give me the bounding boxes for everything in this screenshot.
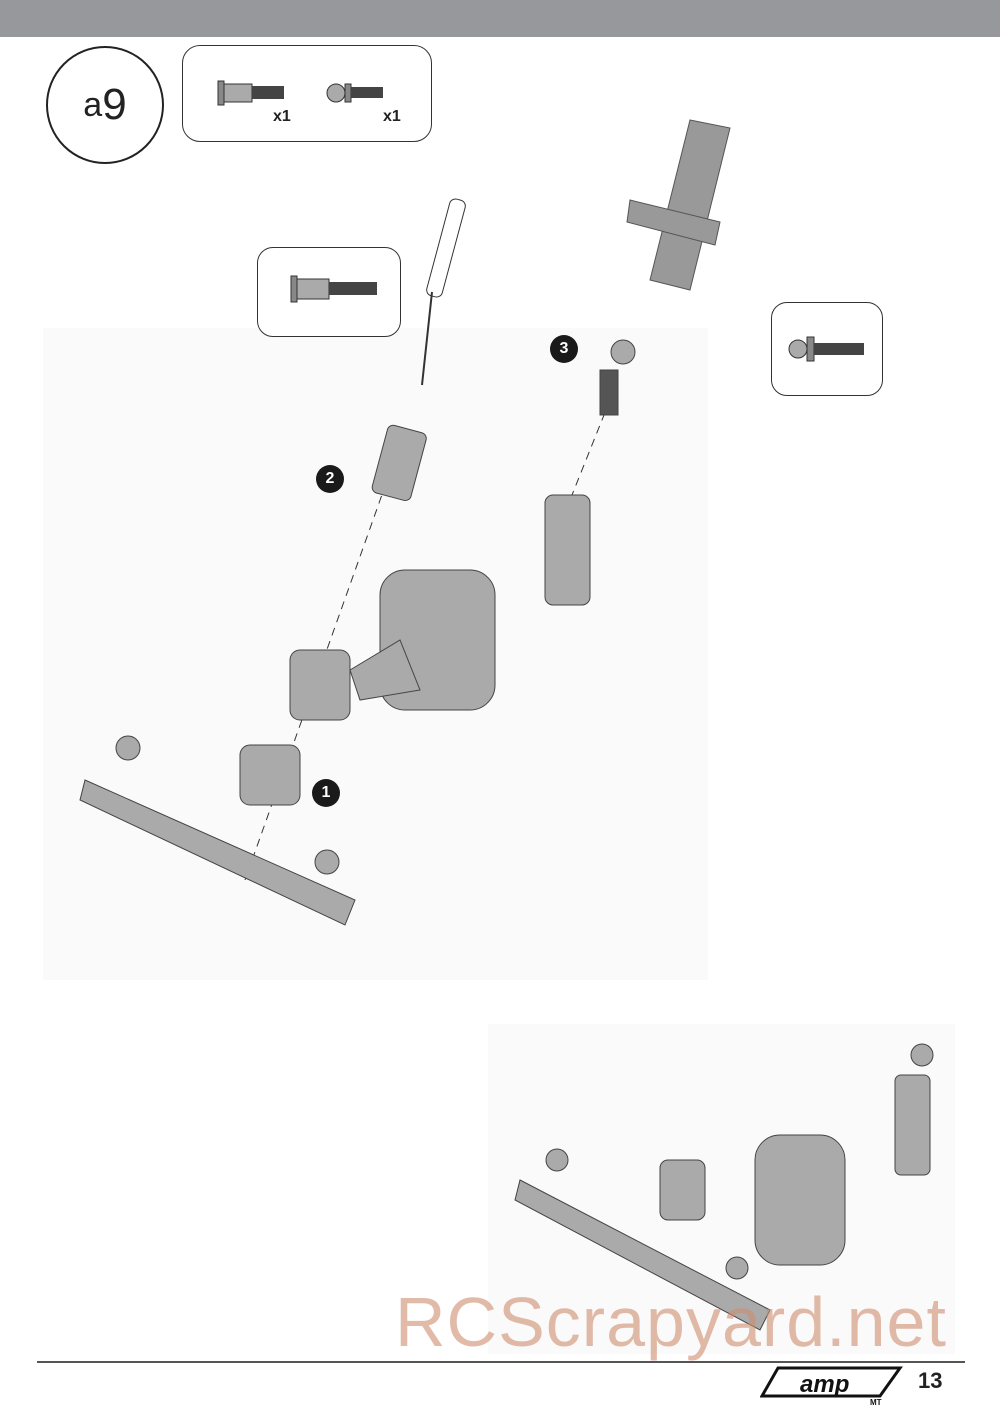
ball-stud-icon xyxy=(788,336,864,362)
step-prefix: a xyxy=(83,85,103,124)
screw-callout xyxy=(257,247,401,337)
ball-stud-callout xyxy=(771,302,883,396)
exploded-view-area xyxy=(43,328,708,980)
shoulder-screw-icon xyxy=(290,275,377,303)
ball-stud-icon xyxy=(326,83,383,103)
ball-stud-part xyxy=(599,339,636,416)
screwdriver-icon xyxy=(421,198,466,386)
assembled-part xyxy=(514,1043,934,1331)
step-badge: 1 xyxy=(312,779,340,807)
footer-divider xyxy=(37,1361,965,1363)
parts-box: x1 x1 xyxy=(182,45,432,142)
step-badge: 3 xyxy=(550,335,578,363)
watermark: RCScrapyard.net xyxy=(395,1283,947,1361)
shoulder-screw-icon xyxy=(217,80,284,106)
steering-arm-part xyxy=(289,494,591,721)
logo-sub: MT xyxy=(870,1398,882,1406)
step-number: 9 xyxy=(102,80,127,129)
parts-icons xyxy=(217,80,383,106)
step-badge: 2 xyxy=(316,465,344,493)
page-number: 13 xyxy=(918,1368,943,1393)
cross-wrench-icon xyxy=(626,119,731,291)
part-qty: x1 xyxy=(273,108,291,125)
logo-text: amp xyxy=(800,1371,849,1398)
shoulder-screw-part xyxy=(371,424,427,502)
header-bar xyxy=(0,0,1000,37)
bellcrank-base-part xyxy=(79,735,356,926)
part-qty: x1 xyxy=(383,108,401,125)
